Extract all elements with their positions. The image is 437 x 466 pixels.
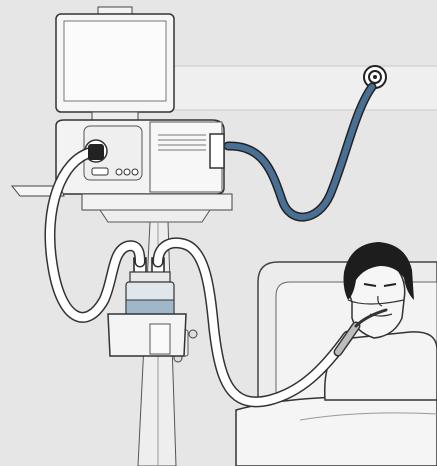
wall-stripe: [170, 66, 437, 110]
inspiratory-port-connector: [88, 144, 104, 160]
ventilator-monitor: [56, 7, 174, 122]
